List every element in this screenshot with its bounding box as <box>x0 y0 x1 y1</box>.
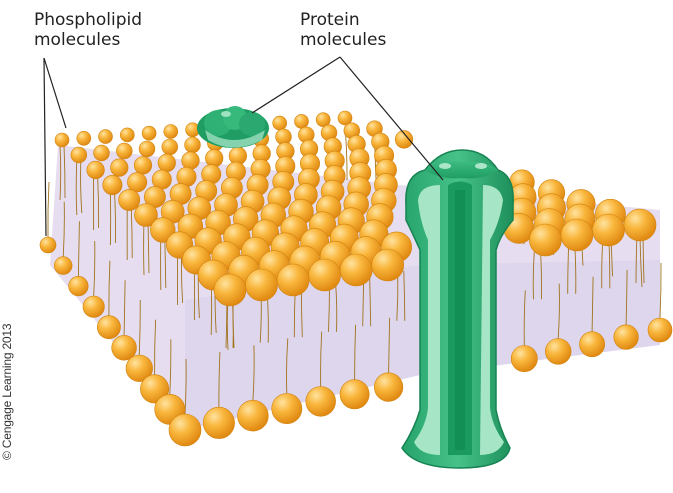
protein-label-line1: Protein <box>300 10 386 30</box>
lipid-head <box>185 137 201 153</box>
phospholipid-label-line2: molecules <box>34 30 142 50</box>
lipid-head <box>614 325 639 350</box>
lipid-head <box>99 130 113 144</box>
copyright-credit: © Cengage Learning 2013 <box>0 324 14 460</box>
lipid-head <box>593 214 625 246</box>
lipid-head <box>272 394 302 424</box>
lipid-head <box>40 237 56 253</box>
lipid-head <box>162 139 178 155</box>
lipid-head <box>71 147 87 163</box>
lipid-head <box>580 332 605 357</box>
lipid-head <box>127 173 146 192</box>
lipid-head <box>340 380 369 409</box>
lipid-tail <box>48 182 49 237</box>
lipid-head <box>111 159 129 177</box>
phospholipid-leader-2 <box>44 58 46 236</box>
lipid-head <box>69 276 89 296</box>
lipid-head <box>182 152 200 170</box>
lipid-tail <box>660 263 661 318</box>
lipid-head <box>83 296 104 317</box>
lipid-head <box>169 414 201 446</box>
lipid-head <box>372 249 404 281</box>
lipid-head <box>529 224 561 256</box>
protein-label: Protein molecules <box>300 10 386 50</box>
lipid-head <box>277 264 309 296</box>
lipid-head <box>119 189 140 210</box>
lipid-head <box>295 114 309 128</box>
lipid-head <box>142 126 156 140</box>
lipid-head <box>54 257 72 275</box>
protein-label-line2: molecules <box>300 30 386 50</box>
lipid-head <box>273 116 287 130</box>
lipid-head <box>203 407 234 438</box>
lipid-head <box>94 145 110 161</box>
phospholipid-label-line1: Phospholipid <box>34 10 142 30</box>
lipid-head <box>561 219 593 251</box>
lipid-head <box>97 316 120 339</box>
lipid-head <box>340 254 372 286</box>
lipid-head <box>246 269 278 301</box>
lipid-head <box>134 157 152 175</box>
phospholipid-label: Phospholipid molecules <box>34 10 142 50</box>
lipid-head <box>139 141 155 157</box>
lipid-head <box>77 131 91 145</box>
peripheral-protein <box>197 106 269 148</box>
lipid-head <box>103 175 122 194</box>
lipid-head <box>238 400 269 431</box>
lipid-head <box>120 128 134 142</box>
lipid-head <box>87 161 105 179</box>
lipid-head <box>309 259 341 291</box>
lipid-head <box>164 125 178 139</box>
lipid-head <box>511 346 537 372</box>
phospholipid-leader-1 <box>44 58 66 128</box>
lipid-head <box>55 133 69 147</box>
lipid-head <box>158 154 176 172</box>
protein-leader-1 <box>252 57 340 113</box>
lipid-head <box>624 209 656 241</box>
lipid-head <box>116 143 132 159</box>
lipid-head <box>648 318 672 342</box>
lipid-head <box>214 274 246 306</box>
lipid-head <box>306 387 336 417</box>
lipid-head <box>545 339 571 365</box>
lipid-head <box>205 149 223 167</box>
lipid-head <box>374 373 403 402</box>
